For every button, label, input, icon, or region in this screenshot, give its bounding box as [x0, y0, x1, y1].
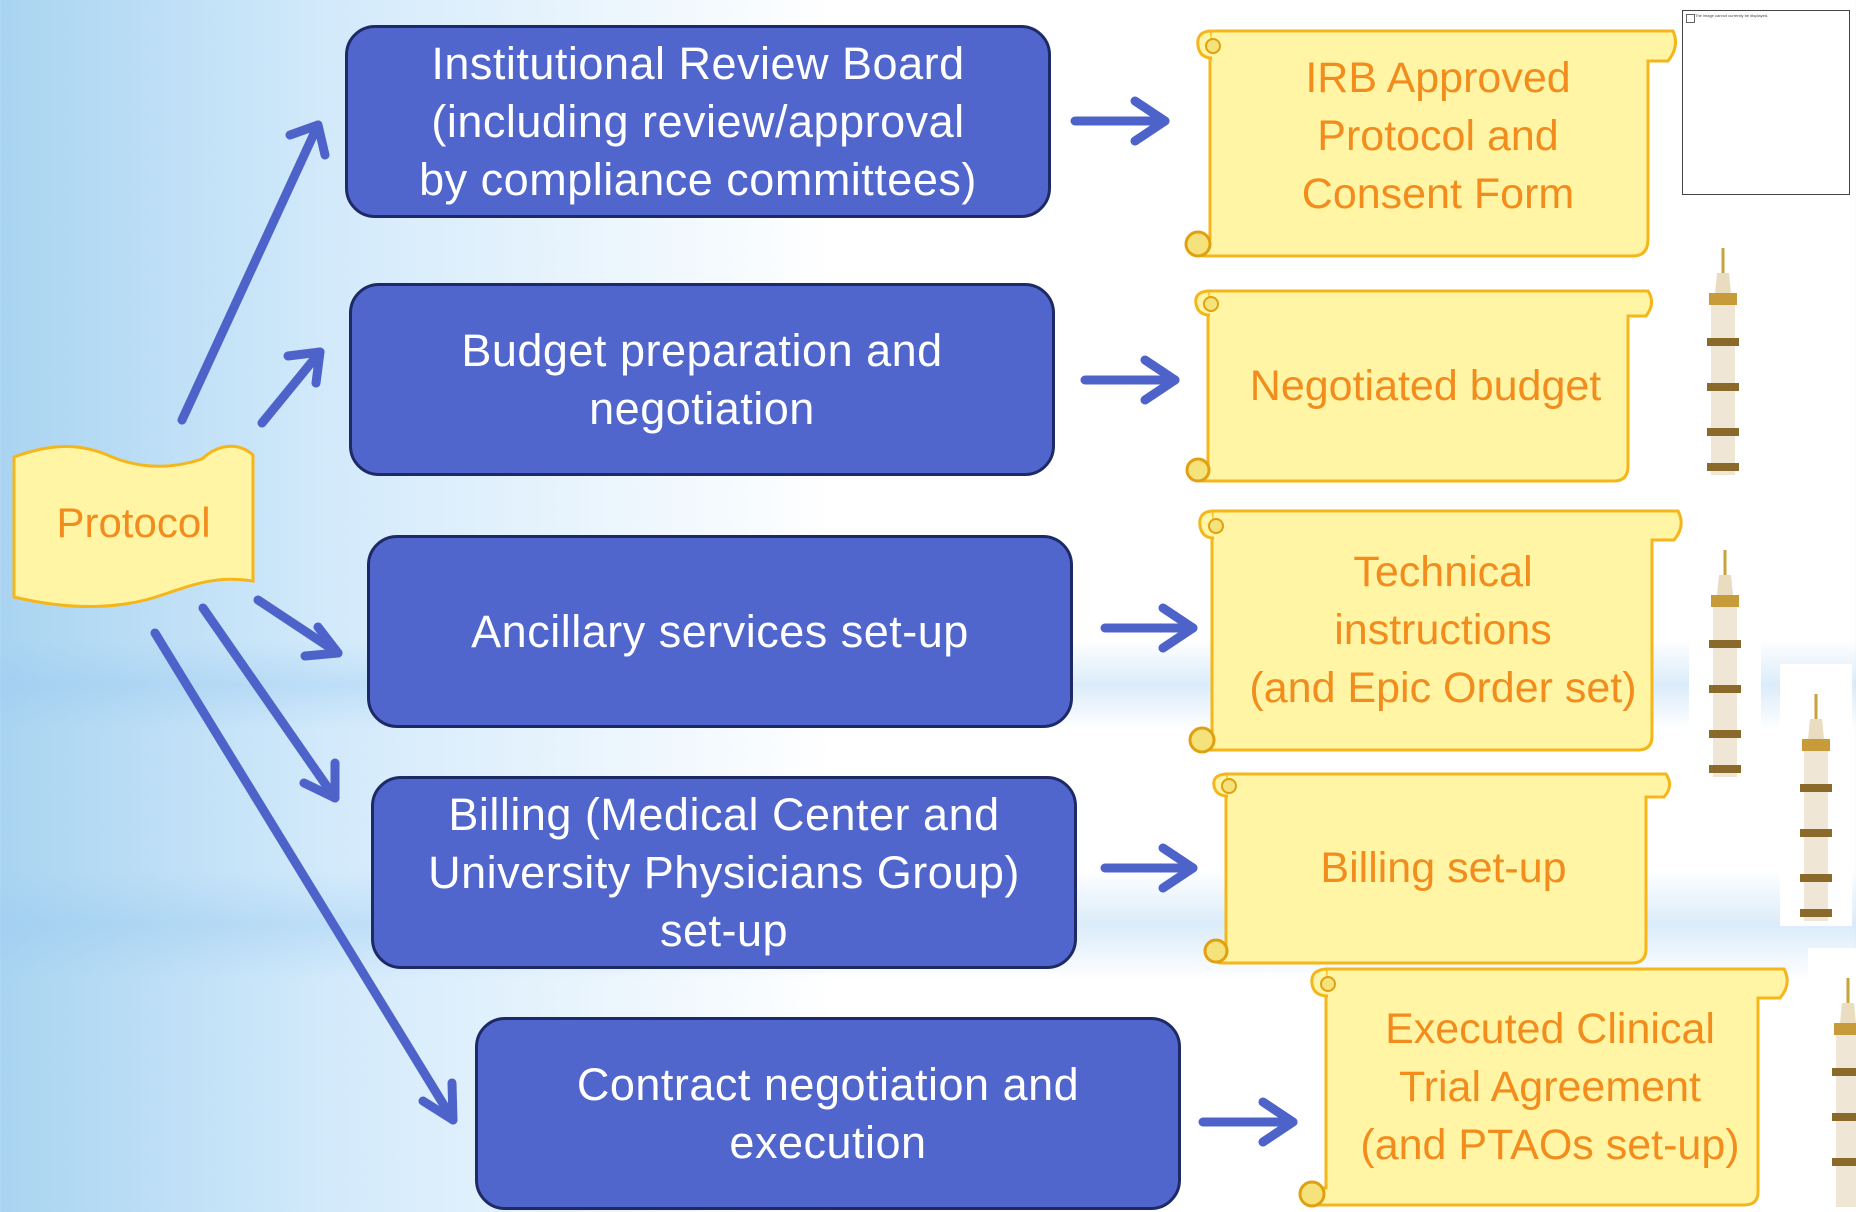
output-billing-scroll: Billing set-up [1196, 771, 1671, 965]
right-arrow-icon [1080, 355, 1180, 405]
output-contract-scroll: Executed Clinical Trial Agreement (and P… [1290, 966, 1790, 1208]
right-arrow-icon [1100, 843, 1198, 893]
output-ancillary-label: Technical instructions (and Epic Order s… [1249, 548, 1637, 712]
step-contract-label: Contract negotiation and execution [576, 1058, 1080, 1168]
step-contract-box: Contract negotiation and execution [475, 1017, 1181, 1210]
broken-image-icon [1686, 14, 1695, 23]
step-ancillary-box: Ancillary services set-up [367, 535, 1073, 728]
step-ancillary-label: Ancillary services set-up [471, 605, 969, 657]
minaret-tower-icon [1689, 520, 1761, 782]
protocol-label: Protocol [56, 498, 211, 546]
minaret-tower-icon [1687, 218, 1759, 480]
output-budget-label: Negotiated budget [1249, 361, 1602, 410]
minaret-tower-icon [1808, 948, 1856, 1207]
step-budget-box: Budget preparation and negotiation [349, 283, 1055, 476]
minaret-tower-icon [1780, 664, 1852, 926]
output-contract-label: Executed Clinical Trial Agreement (and P… [1360, 1004, 1740, 1169]
step-billing-label: Billing (Medical Center and University P… [428, 788, 1020, 956]
output-ancillary-scroll: Technical instructions (and Epic Order s… [1182, 508, 1684, 754]
right-arrow-icon [1070, 96, 1170, 146]
step-irb-label: Institutional Review Board (including re… [419, 37, 977, 205]
output-billing-label: Billing set-up [1320, 844, 1567, 892]
step-budget-label: Budget preparation and negotiation [461, 324, 943, 434]
image-placeholder: The image cannot currently be displayed. [1682, 10, 1850, 195]
step-billing-box: Billing (Medical Center and University P… [371, 776, 1077, 969]
right-arrow-icon [257, 347, 325, 428]
right-arrow-icon [1100, 603, 1198, 653]
right-arrow-icon [198, 603, 340, 803]
placeholder-text: The image cannot currently be displayed. [1695, 13, 1769, 18]
right-arrow-icon [177, 120, 330, 425]
protocol-node: Protocol [12, 435, 255, 610]
step-irb-box: Institutional Review Board (including re… [345, 25, 1051, 218]
right-arrow-icon [1198, 1097, 1298, 1147]
right-arrow-icon [253, 595, 343, 661]
output-irb-scroll: IRB Approved Protocol and Consent Form [1178, 14, 1678, 258]
output-irb-label: IRB Approved Protocol and Consent Form [1301, 54, 1575, 218]
output-budget-scroll: Negotiated budget [1178, 288, 1653, 483]
